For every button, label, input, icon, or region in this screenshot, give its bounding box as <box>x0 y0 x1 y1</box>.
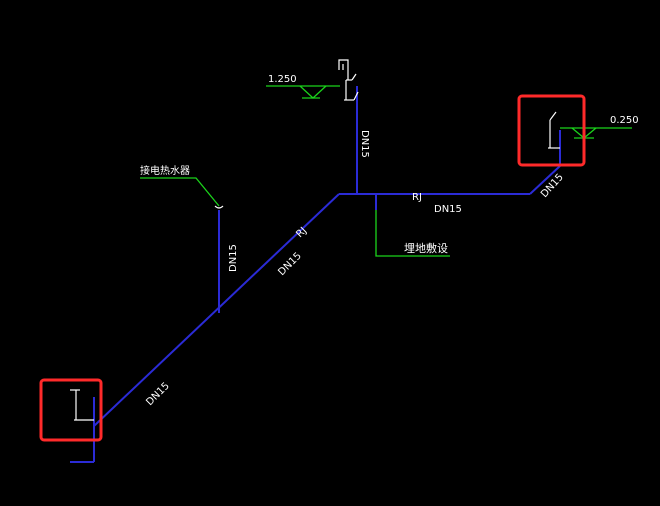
dn-label-branch-vertical: DN15 <box>228 244 239 272</box>
dn-label-right-diagonal: DN15 <box>539 172 566 200</box>
pipe-network <box>70 86 561 463</box>
dn-label-vertical-top: DN15 <box>359 130 370 158</box>
elevation-label-right: 0.250 <box>610 115 639 126</box>
shower-fixture <box>338 59 359 101</box>
rj-label-main: RJ <box>412 192 422 203</box>
right-fixture <box>548 111 560 149</box>
heater-label: 接电热水器 <box>140 164 190 177</box>
dn-label-diagonal-low: DN15 <box>144 381 172 409</box>
dn-label-horizontal: DN15 <box>434 204 462 215</box>
elevation-right-marker <box>560 127 632 139</box>
dn-label-diagonal-mid: DN15 <box>276 251 304 279</box>
pipe-right-diagonal <box>529 165 561 195</box>
buried-label: 埋地敷设 <box>404 241 448 255</box>
elevation-label-top: 1.250 <box>268 74 297 85</box>
heater-leader <box>140 177 220 207</box>
highlight-box-right <box>517 94 586 167</box>
bottom-fixture <box>70 389 94 421</box>
pipe-main-diagonal <box>93 193 340 427</box>
buried-leader <box>375 210 450 257</box>
rj-label-diagonal: RJ <box>294 225 309 240</box>
elevation-top-marker <box>266 85 340 99</box>
highlight-box-bottom <box>39 378 103 442</box>
heater-connection-mark <box>214 205 224 209</box>
